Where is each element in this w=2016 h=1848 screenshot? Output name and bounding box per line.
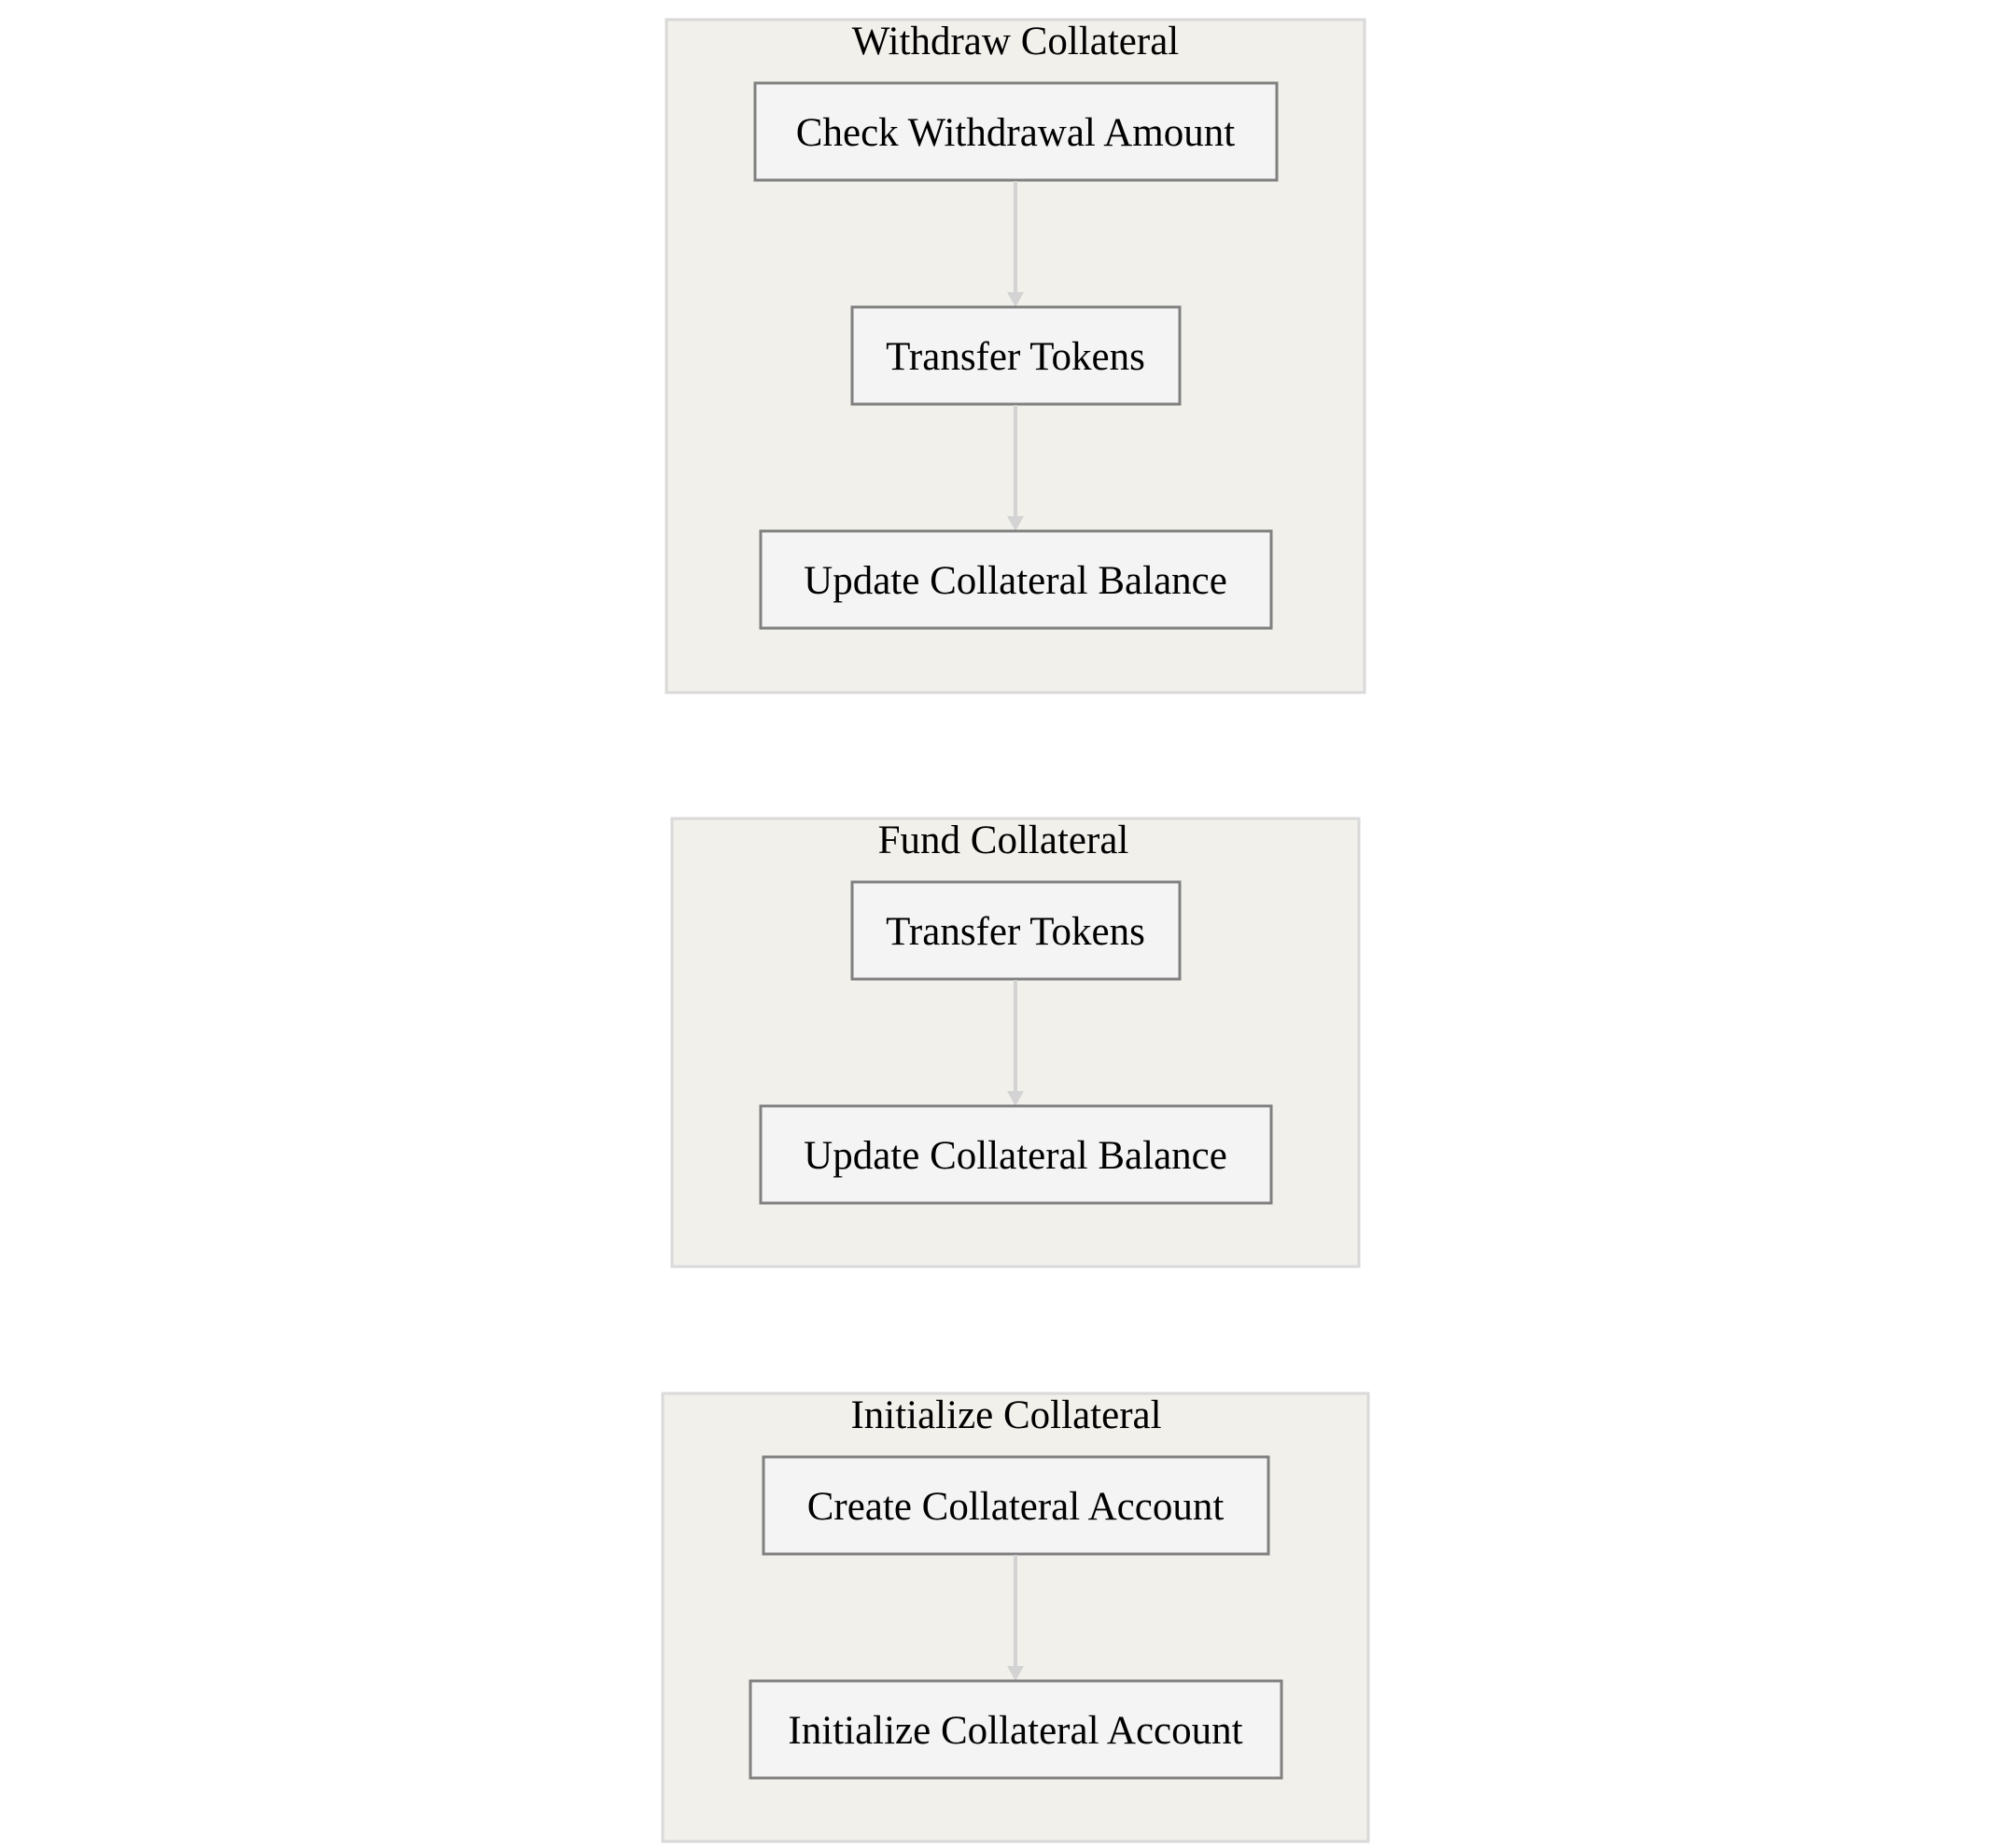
edge-create-to-initialize — [1007, 1555, 1024, 1681]
node-check-withdrawal-amount: Check Withdrawal Amount — [753, 81, 1279, 182]
edge-transfer-to-update-fund — [1007, 980, 1024, 1106]
edge-check-to-transfer — [1007, 181, 1024, 307]
cluster-initialize-collateral: Initialize Collateral Create Collateral … — [661, 1392, 1370, 1843]
node-update-collateral-balance-withdraw: Update Collateral Balance — [759, 529, 1273, 630]
node-check-withdrawal-amount-label: Check Withdrawal Amount — [796, 111, 1235, 155]
node-update-collateral-balance-fund: Update Collateral Balance — [759, 1104, 1273, 1205]
cluster-fund-collateral-title: Fund Collateral — [878, 819, 1129, 862]
node-create-collateral-account-label: Create Collateral Account — [807, 1485, 1225, 1529]
node-transfer-tokens-withdraw: Transfer Tokens — [850, 305, 1182, 406]
cluster-fund-collateral: Fund Collateral Transfer Tokens Update C… — [670, 817, 1361, 1268]
node-transfer-tokens-fund: Transfer Tokens — [850, 880, 1182, 981]
node-initialize-collateral-account-label: Initialize Collateral Account — [788, 1709, 1242, 1753]
node-create-collateral-account: Create Collateral Account — [762, 1455, 1270, 1556]
cluster-initialize-collateral-title: Initialize Collateral — [850, 1393, 1161, 1437]
node-update-collateral-balance-fund-label: Update Collateral Balance — [804, 1134, 1227, 1178]
edge-transfer-to-update-withdraw — [1007, 405, 1024, 531]
node-update-collateral-balance-withdraw-label: Update Collateral Balance — [804, 559, 1227, 603]
node-transfer-tokens-fund-label: Transfer Tokens — [886, 910, 1145, 954]
cluster-withdraw-collateral-title: Withdraw Collateral — [852, 20, 1180, 63]
node-transfer-tokens-withdraw-label: Transfer Tokens — [886, 335, 1145, 379]
node-initialize-collateral-account: Initialize Collateral Account — [749, 1679, 1283, 1780]
cluster-withdraw-collateral: Withdraw Collateral Check Withdrawal Amo… — [665, 18, 1366, 694]
